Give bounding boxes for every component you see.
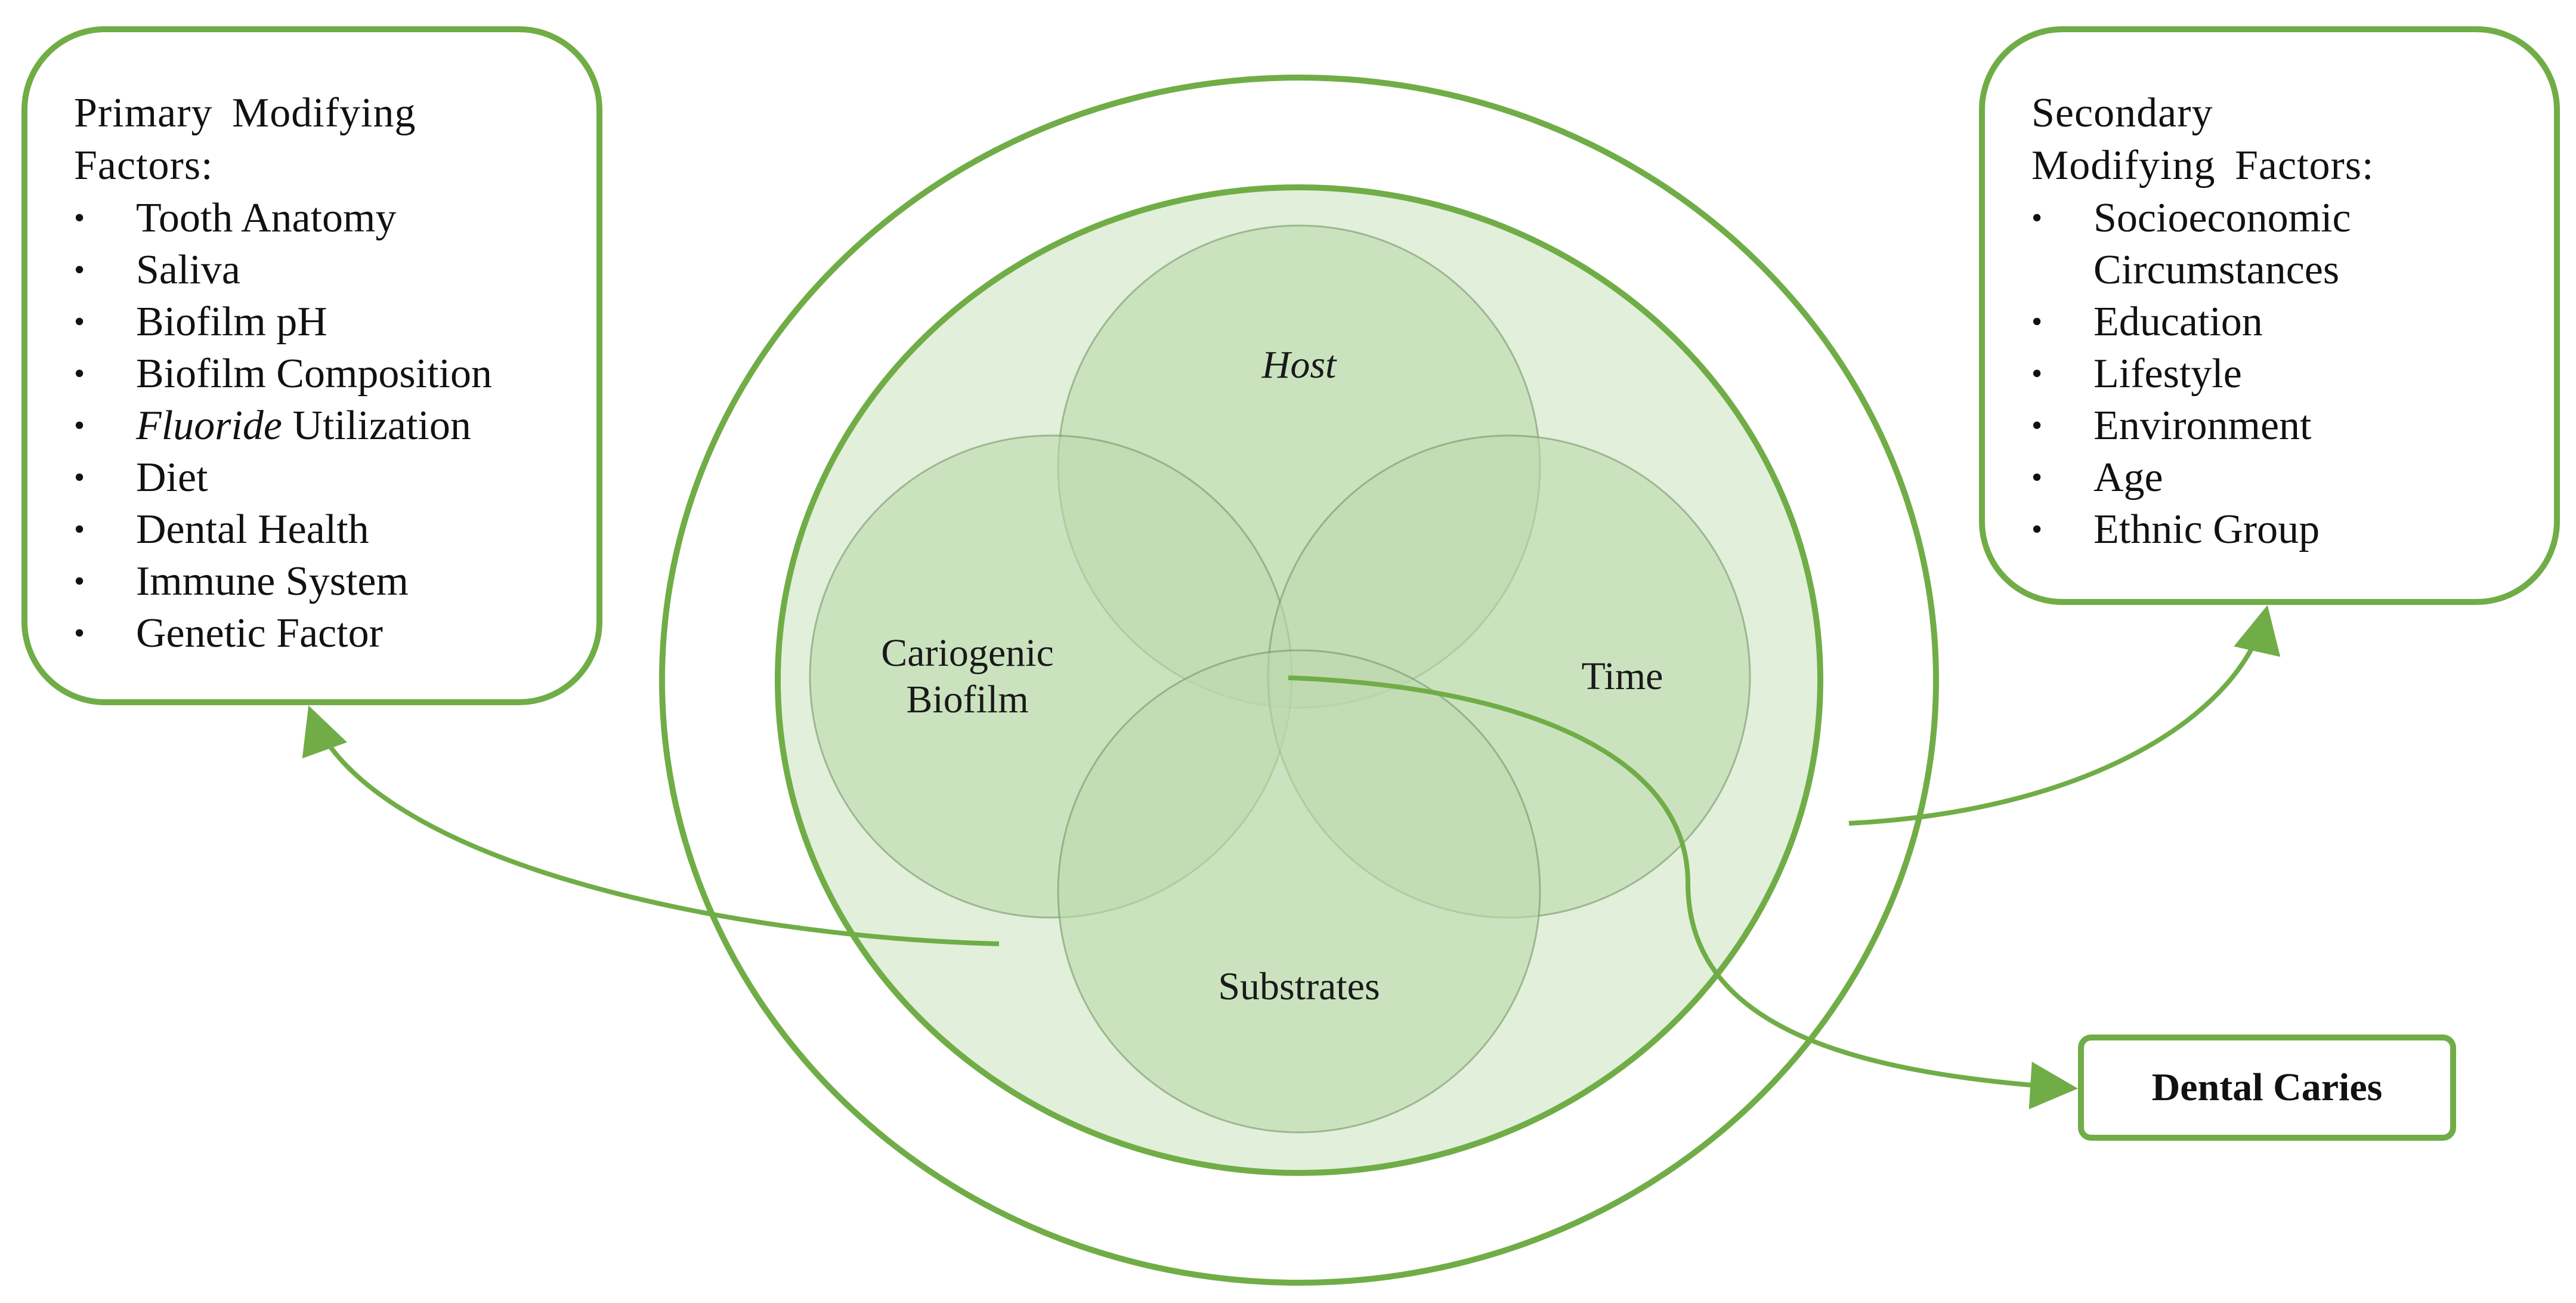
secondary-factors-title: Secondary Modifying Factors:: [2031, 90, 2374, 189]
secondary-factor-item: Environment: [2031, 400, 2530, 452]
primary-factor-item: Dental Health: [74, 504, 573, 555]
primary-factor-item: Biofilm pH: [74, 296, 573, 348]
secondary-factors-list: Socioeconomic Circumstances Education Li…: [2031, 192, 2530, 555]
fluoride-emphasis: Fluoride: [136, 403, 282, 449]
primary-factor-item-suffix: Utilization: [282, 403, 471, 449]
secondary-factor-item: Ethnic Group: [2031, 504, 2530, 555]
arrow-to-outcome: [1288, 675, 2078, 1110]
arrow-to-secondary: [1848, 605, 2281, 826]
secondary-factor-item: Education: [2031, 296, 2530, 348]
outer-ring: [659, 75, 1939, 1286]
dental-caries-box: Dental Caries: [2078, 1035, 2456, 1141]
primary-factors-title: Primary Modifying Factors:: [74, 90, 416, 189]
secondary-factor-item: Socioeconomic Circumstances: [2031, 192, 2404, 296]
host-label: Host: [1261, 343, 1337, 387]
substrates-label: Substrates: [1218, 965, 1380, 1008]
primary-factor-item: Immune System: [74, 555, 573, 607]
primary-factors-box: Primary Modifying Factors: Tooth Anatomy…: [21, 26, 602, 705]
time-label: Time: [1581, 654, 1663, 698]
secondary-factors-box: Secondary Modifying Factors: Socioeconom…: [1979, 26, 2560, 605]
primary-factor-item: Fluoride Utilization: [74, 400, 573, 452]
secondary-factor-item: Age: [2031, 452, 2530, 504]
biofilm-label: Cariogenic Biofilm: [881, 631, 1054, 721]
dental-caries-label: Dental Caries: [2151, 1066, 2383, 1109]
secondary-factor-item: Lifestyle: [2031, 348, 2530, 400]
primary-factor-item: Biofilm Composition: [74, 348, 573, 400]
arrow-to-primary: [302, 705, 1000, 946]
primary-factor-item: Genetic Factor: [74, 607, 573, 659]
primary-factor-item: Tooth Anatomy: [74, 192, 573, 244]
primary-factors-list: Tooth Anatomy Saliva Biofilm pH Biofilm …: [74, 192, 573, 659]
primary-factor-item: Saliva: [74, 244, 573, 296]
substrates-circle: [1057, 649, 1541, 1134]
primary-factor-item: Diet: [74, 452, 573, 504]
